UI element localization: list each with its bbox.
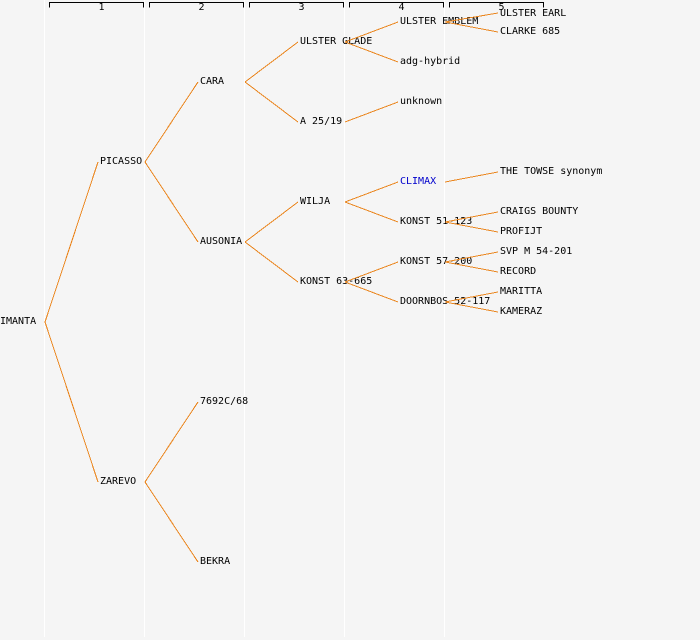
tree-node-svp-m-54-201[interactable]: SVP M 54-201 <box>500 246 573 257</box>
pedigree-edge <box>244 41 299 83</box>
tree-node-imanta[interactable]: IMANTA <box>0 316 37 327</box>
tree-node-konst-63-665[interactable]: KONST 63-665 <box>300 276 373 287</box>
tree-node-unknown[interactable]: unknown <box>400 96 443 107</box>
pedigree-edge <box>44 161 99 323</box>
tree-node-record[interactable]: RECORD <box>500 266 537 277</box>
pedigree-edge <box>144 401 199 483</box>
generation-number-1: 1 <box>98 2 105 13</box>
generation-bracket <box>449 2 544 8</box>
tree-node-profijt[interactable]: PROFIJT <box>500 226 543 237</box>
generation-bracket <box>249 2 344 8</box>
generation-number-3: 3 <box>298 2 305 13</box>
pedigree-edge <box>44 321 99 483</box>
pedigree-edge <box>144 161 199 243</box>
generation-bracket <box>349 2 444 8</box>
pedigree-edge <box>444 171 499 183</box>
tree-node-maritta[interactable]: MARITTA <box>500 286 543 297</box>
tree-node-konst-57-200[interactable]: KONST 57-200 <box>400 256 473 267</box>
generation-bracket <box>149 2 244 8</box>
generation-number-4: 4 <box>398 2 405 13</box>
tree-node-zarevo[interactable]: ZAREVO <box>100 476 137 487</box>
tree-node-picasso[interactable]: PICASSO <box>100 156 143 167</box>
tree-node-konst-51-123[interactable]: KONST 51-123 <box>400 216 473 227</box>
pedigree-edge <box>244 81 299 123</box>
pedigree-edge <box>344 201 399 223</box>
tree-node-ulster-glade[interactable]: ULSTER GLADE <box>300 36 373 47</box>
tree-node-ulster-emblem[interactable]: ULSTER EMBLEM <box>400 16 479 27</box>
tree-node-adg-hybrid[interactable]: adg-hybrid <box>400 56 461 67</box>
tree-node-climax[interactable]: CLIMAX <box>400 176 437 187</box>
pedigree-edge <box>244 241 299 283</box>
tree-node-bekra[interactable]: BEKRA <box>200 556 231 567</box>
pedigree-edge <box>144 81 199 163</box>
tree-node-ulster-earl[interactable]: ULSTER EARL <box>500 8 567 19</box>
tree-node-7692c-68[interactable]: 7692C/68 <box>200 396 249 407</box>
tree-node-ausonia[interactable]: AUSONIA <box>200 236 243 247</box>
generation-bracket <box>49 2 144 8</box>
generation-number-5: 5 <box>498 2 505 13</box>
generation-number-2: 2 <box>198 2 205 13</box>
tree-node-clarke-685[interactable]: CLARKE 685 <box>500 26 561 37</box>
pedigree-edge <box>344 181 399 203</box>
tree-node-cara[interactable]: CARA <box>200 76 225 87</box>
tree-node-doornbos-52-117[interactable]: DOORNBOS 52-117 <box>400 296 491 307</box>
tree-node-craigs-bounty[interactable]: CRAIGS BOUNTY <box>500 206 579 217</box>
tree-node-a-25-19[interactable]: A 25/19 <box>300 116 343 127</box>
tree-node-kameraz[interactable]: KAMERAZ <box>500 306 543 317</box>
pedigree-edge <box>144 481 199 563</box>
pedigree-edge <box>244 201 299 243</box>
tree-node-wilja[interactable]: WILJA <box>300 196 331 207</box>
tree-node-the-towse-synonym[interactable]: THE TOWSE synonym <box>500 166 603 177</box>
pedigree-edge <box>344 101 399 123</box>
